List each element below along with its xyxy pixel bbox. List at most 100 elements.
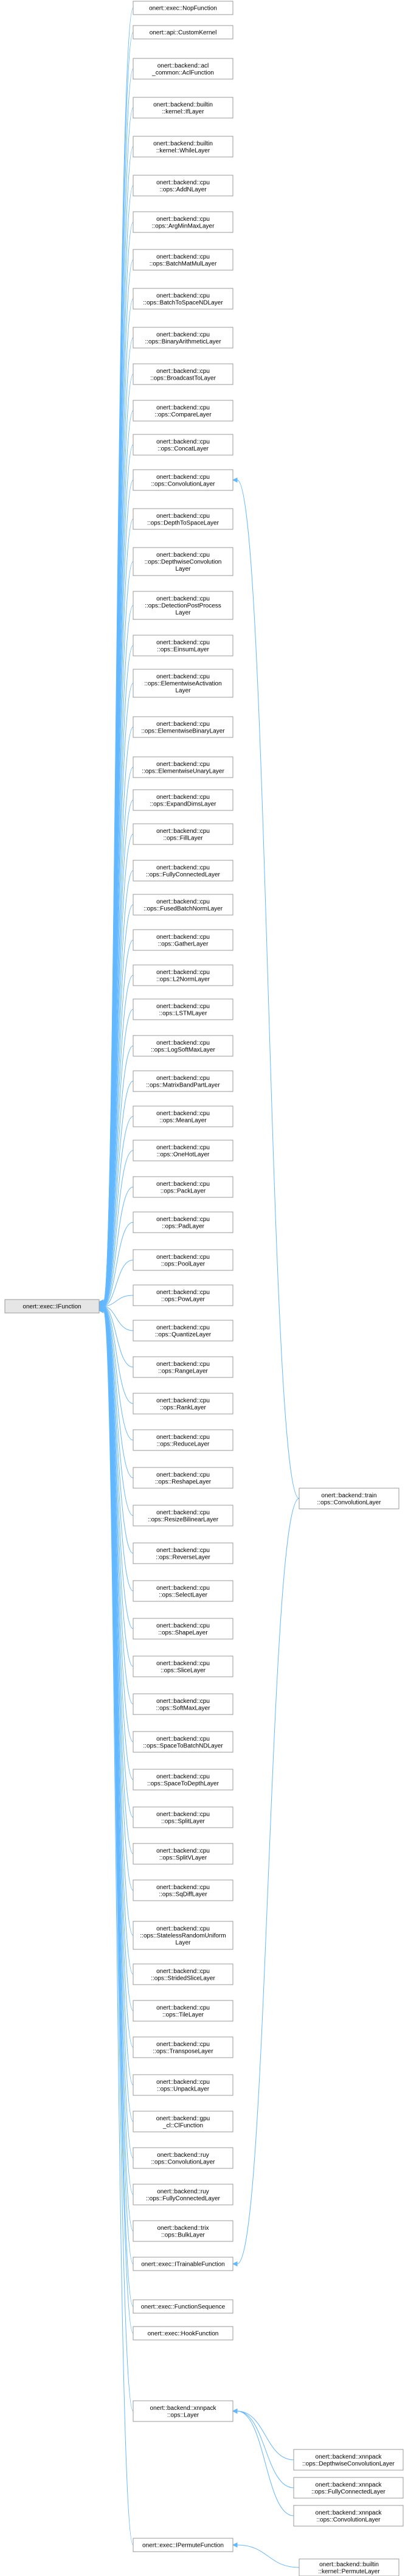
node-label: onert::backend::cpu: [156, 1144, 210, 1151]
class-node[interactable]: onert::backend::cpu::ops::ConvolutionLay…: [133, 469, 233, 491]
node-box: [133, 400, 233, 422]
class-node[interactable]: onert::backend::cpu::ops::FusedBatchNorm…: [133, 894, 233, 916]
class-node[interactable]: onert::backend::cpu::ops::FullyConnected…: [133, 860, 233, 882]
node-label: ::ops::ExpandDimsLayer: [150, 801, 217, 807]
class-node[interactable]: onert::backend::cpu::ops::BroadcastToLay…: [133, 363, 233, 385]
class-node[interactable]: onert::backend::cpu::ops::QuantizeLayer: [133, 1320, 233, 1342]
class-node[interactable]: onert::backend::cpu::ops::OneHotLayer: [133, 1140, 233, 1161]
class-node[interactable]: onert::backend::cpu::ops::ElementwiseUna…: [133, 756, 233, 778]
class-node[interactable]: onert::backend::builtin::kernel::Permute…: [299, 2558, 399, 2576]
class-node[interactable]: onert::backend::cpu::ops::SplitLayer: [133, 1806, 233, 1828]
class-node[interactable]: onert::backend::cpu::ops::TransposeLayer: [133, 2036, 233, 2058]
class-node[interactable]: onert::backend::cpu::ops::ReshapeLayer: [133, 1467, 233, 1489]
edge-t_conv-to-n61: [237, 1498, 300, 2264]
class-node[interactable]: onert::exec::HookFunction: [133, 2326, 233, 2341]
class-node[interactable]: onert::exec::NopFunction: [133, 1, 233, 15]
class-node[interactable]: onert::backend::cpu::ops::GatherLayer: [133, 929, 233, 951]
class-node[interactable]: onert::backend::cpu::ops::FillLayer: [133, 823, 233, 845]
class-node[interactable]: onert::backend::cpu::ops::DepthwiseConvo…: [133, 547, 233, 576]
node-label: onert::exec::IFunction: [22, 1304, 81, 1311]
node-label: ::ops::DepthwiseConvolution: [145, 559, 222, 566]
class-node[interactable]: onert::backend::cpu::ops::PoolLayer: [133, 1249, 233, 1271]
node-box: [133, 2400, 233, 2422]
class-node[interactable]: onert::exec::FunctionSequence: [133, 2299, 233, 2314]
class-node[interactable]: onert::backend::trix::ops::BulkLayer: [133, 2220, 233, 2242]
class-node[interactable]: onert::backend::cpu::ops::ArgMinMaxLayer: [133, 211, 233, 233]
node-box: [133, 1655, 233, 1677]
node-label: onert::backend::cpu: [156, 899, 210, 905]
class-node[interactable]: onert::backend::cpu::ops::L2NormLayer: [133, 964, 233, 986]
node-label: ::ops::LogSoftMaxLayer: [151, 1046, 215, 1053]
class-node[interactable]: onert::backend::cpu::ops::PowLayer: [133, 1284, 233, 1306]
edge-t_conv-to-n13: [237, 479, 300, 1499]
edge-x_conv-to-n64: [237, 2411, 294, 2516]
class-node[interactable]: onert::exec::ITrainableFunction: [133, 2257, 233, 2271]
class-node[interactable]: onert::backend::gpu_cl::ClFunction: [133, 2111, 233, 2132]
node-label: onert::exec::FunctionSequence: [141, 2304, 226, 2311]
class-node[interactable]: onert::backend::cpu::ops::SelectLayer: [133, 1580, 233, 1602]
class-node[interactable]: onert::backend::cpu::ops::RangeLayer: [133, 1356, 233, 1378]
node-box: [133, 1921, 233, 1950]
edge-n30-to-ifunction: [103, 1116, 134, 1306]
class-node[interactable]: onert::backend::cpu::ops::BinaryArithmet…: [133, 327, 233, 349]
class-node[interactable]: onert::backend::cpu::ops::ReduceLayer: [133, 1429, 233, 1451]
class-node[interactable]: onert::backend::cpu::ops::BatchToSpaceND…: [133, 288, 233, 310]
class-node[interactable]: onert::backend::cpu::ops::DepthToSpaceLa…: [133, 508, 233, 530]
class-node[interactable]: onert::backend::ruy::ops::FullyConnected…: [133, 2184, 233, 2205]
class-node[interactable]: onert::backend::cpu::ops::PadLayer: [133, 1211, 233, 1233]
class-node[interactable]: onert::backend::cpu::ops::CompareLayer: [133, 400, 233, 422]
class-node[interactable]: onert::backend::cpu::ops::SoftMaxLayer: [133, 1693, 233, 1715]
class-node[interactable]: onert::backend::cpu::ops::UnpackLayer: [133, 2074, 233, 2096]
class-node[interactable]: onert::backend::cpu::ops::ConcatLayer: [133, 434, 233, 456]
class-node[interactable]: onert::backend::xnnpack::ops::FullyConne…: [293, 2477, 404, 2499]
class-node[interactable]: onert::backend::cpu::ops::ReverseLayer: [133, 1542, 233, 1564]
arrow-b_perm-to-n65: [232, 2542, 238, 2548]
class-node[interactable]: onert::backend::ruy::ops::ConvolutionLay…: [133, 2147, 233, 2169]
class-node[interactable]: onert::backend::cpu::ops::ElementwiseBin…: [133, 716, 233, 738]
class-node[interactable]: onert::backend::cpu::ops::ShapeLayer: [133, 1618, 233, 1640]
class-node[interactable]: onert::backend::cpu::ops::StridedSliceLa…: [133, 1963, 233, 1985]
class-node[interactable]: onert::backend::cpu::ops::BatchMatMulLay…: [133, 249, 233, 271]
class-node[interactable]: onert::backend::train::ops::ConvolutionL…: [299, 1488, 399, 1509]
class-node[interactable]: onert::backend::builtin::kernel::WhileLa…: [133, 136, 233, 158]
class-node[interactable]: onert::backend::cpu::ops::DetectionPostP…: [133, 591, 233, 620]
node-box: [133, 1211, 233, 1233]
class-node[interactable]: onert::backend::xnnpack::ops::DepthwiseC…: [293, 2449, 404, 2471]
class-node[interactable]: onert::backend::cpu::ops::EinsumLayer: [133, 635, 233, 656]
class-node[interactable]: onert::backend::xnnpack::ops::Layer: [133, 2400, 233, 2422]
class-node[interactable]: onert::backend::cpu::ops::SpaceToBatchND…: [133, 1731, 233, 1753]
class-node[interactable]: onert::backend::cpu::ops::ResizeBilinear…: [133, 1505, 233, 1526]
class-node[interactable]: onert::exec::IFunction: [4, 1299, 100, 1314]
class-node[interactable]: onert::backend::cpu::ops::SqDiffLayer: [133, 1879, 233, 1901]
class-node[interactable]: onert::exec::IPermuteFunction: [133, 2538, 233, 2552]
node-label: ::kernel::WhileLayer: [156, 147, 210, 154]
class-node[interactable]: onert::backend::cpu::ops::LSTMLayer: [133, 998, 233, 1020]
class-node[interactable]: onert::backend::cpu::ops::MatrixBandPart…: [133, 1070, 233, 1092]
node-label: onert::backend::xnnpack: [150, 2405, 217, 2412]
class-node[interactable]: onert::backend::cpu::ops::SliceLayer: [133, 1655, 233, 1677]
class-node[interactable]: onert::backend::cpu::ops::LogSoftMaxLaye…: [133, 1035, 233, 1057]
class-node[interactable]: onert::backend::xnnpack::ops::Convolutio…: [293, 2505, 404, 2527]
class-node[interactable]: onert::backend::cpu::ops::MeanLayer: [133, 1105, 233, 1127]
class-node[interactable]: onert::backend::cpu::ops::StatelessRando…: [133, 1921, 233, 1950]
node-label: onert::backend::builtin: [153, 102, 213, 108]
node-box: [133, 175, 233, 197]
class-node[interactable]: onert::backend::cpu::ops::RankLayer: [133, 1393, 233, 1415]
class-node[interactable]: onert::backend::cpu::ops::TileLayer: [133, 2000, 233, 2022]
class-node[interactable]: onert::backend::cpu::ops::SpaceToDepthLa…: [133, 1769, 233, 1791]
class-node[interactable]: onert::backend::builtin::kernel::IfLayer: [133, 97, 233, 119]
node-label: ::ops::BulkLayer: [161, 2232, 205, 2238]
node-label: onert::backend::trix: [157, 2225, 209, 2232]
class-node[interactable]: onert::api::CustomKernel: [133, 25, 233, 40]
class-node[interactable]: onert::backend::cpu::ops::SplitVLayer: [133, 1843, 233, 1865]
node-box: [133, 789, 233, 811]
class-node[interactable]: onert::backend::acl_common::AclFunction: [133, 58, 233, 80]
node-label: onert::backend::cpu: [156, 1254, 210, 1261]
node-label: onert::backend::xnnpack: [316, 2482, 382, 2488]
class-node[interactable]: onert::backend::cpu::ops::PackLayer: [133, 1176, 233, 1198]
node-label: onert::backend::cpu: [156, 332, 210, 338]
class-node[interactable]: onert::backend::cpu::ops::AddNLayer: [133, 175, 233, 197]
class-node[interactable]: onert::backend::cpu::ops::ExpandDimsLaye…: [133, 789, 233, 811]
class-node[interactable]: onert::backend::cpu::ops::ElementwiseAct…: [133, 669, 233, 698]
node-label: onert::backend::cpu: [156, 1325, 210, 1331]
